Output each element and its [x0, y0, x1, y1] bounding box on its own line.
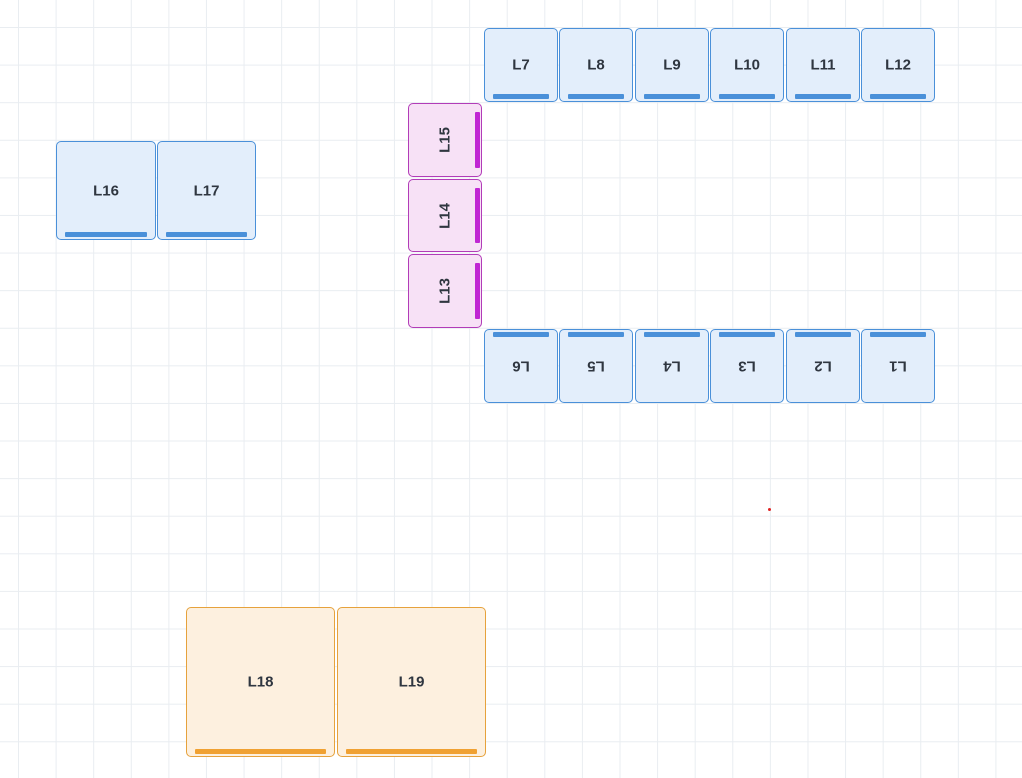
tile-label: L10 — [734, 56, 760, 74]
tile-accent-bar — [166, 232, 247, 237]
tile-l9[interactable]: L9 — [635, 28, 709, 102]
tile-accent-bar — [795, 332, 851, 337]
tile-l16[interactable]: L16 — [56, 141, 156, 240]
tile-accent-bar — [568, 332, 624, 337]
tile-l15[interactable]: L15 — [408, 103, 482, 177]
tile-accent-bar — [475, 112, 480, 168]
tile-l4[interactable]: L4 — [635, 329, 709, 403]
tile-accent-bar — [493, 332, 549, 337]
tile-label: L13 — [436, 278, 454, 304]
tile-label: L15 — [436, 127, 454, 153]
tile-accent-bar — [475, 263, 480, 319]
tile-label: L11 — [810, 56, 836, 74]
tile-label: L5 — [587, 357, 605, 375]
tile-label: L9 — [663, 56, 681, 74]
tile-l6[interactable]: L6 — [484, 329, 558, 403]
tile-accent-bar — [644, 332, 700, 337]
tile-l1[interactable]: L1 — [861, 329, 935, 403]
tile-label: L18 — [247, 673, 274, 691]
tile-accent-bar — [346, 749, 477, 754]
tile-l12[interactable]: L12 — [861, 28, 935, 102]
tile-accent-bar — [870, 94, 926, 99]
tile-label: L3 — [738, 357, 756, 375]
tile-label: L1 — [889, 357, 907, 375]
tile-l7[interactable]: L7 — [484, 28, 558, 102]
tile-accent-bar — [568, 94, 624, 99]
tile-label: L17 — [193, 182, 220, 199]
tile-l19[interactable]: L19 — [337, 607, 486, 757]
tile-accent-bar — [644, 94, 700, 99]
tile-label: L6 — [512, 357, 530, 375]
tile-accent-bar — [719, 94, 775, 99]
tile-label: L12 — [885, 56, 911, 74]
tile-l3[interactable]: L3 — [710, 329, 784, 403]
tile-label: L19 — [398, 673, 425, 691]
tile-l18[interactable]: L18 — [186, 607, 335, 757]
tile-accent-bar — [493, 94, 549, 99]
tile-l17[interactable]: L17 — [157, 141, 256, 240]
tile-accent-bar — [65, 232, 147, 237]
tile-label: L16 — [93, 182, 119, 199]
tile-l5[interactable]: L5 — [559, 329, 633, 403]
tile-label: L4 — [663, 357, 681, 375]
tile-l10[interactable]: L10 — [710, 28, 784, 102]
tile-accent-bar — [195, 749, 326, 754]
tile-accent-bar — [795, 94, 851, 99]
tile-l11[interactable]: L11 — [786, 28, 860, 102]
tile-l13[interactable]: L13 — [408, 254, 482, 328]
position-marker — [768, 508, 771, 511]
tile-accent-bar — [870, 332, 926, 337]
tile-label: L8 — [587, 56, 605, 74]
tile-l14[interactable]: L14 — [408, 179, 482, 252]
tile-accent-bar — [475, 188, 480, 243]
tile-accent-bar — [719, 332, 775, 337]
tile-l8[interactable]: L8 — [559, 28, 633, 102]
tile-label: L7 — [512, 56, 530, 74]
tile-label: L2 — [814, 357, 832, 375]
tile-label: L14 — [436, 202, 454, 229]
tile-l2[interactable]: L2 — [786, 329, 860, 403]
